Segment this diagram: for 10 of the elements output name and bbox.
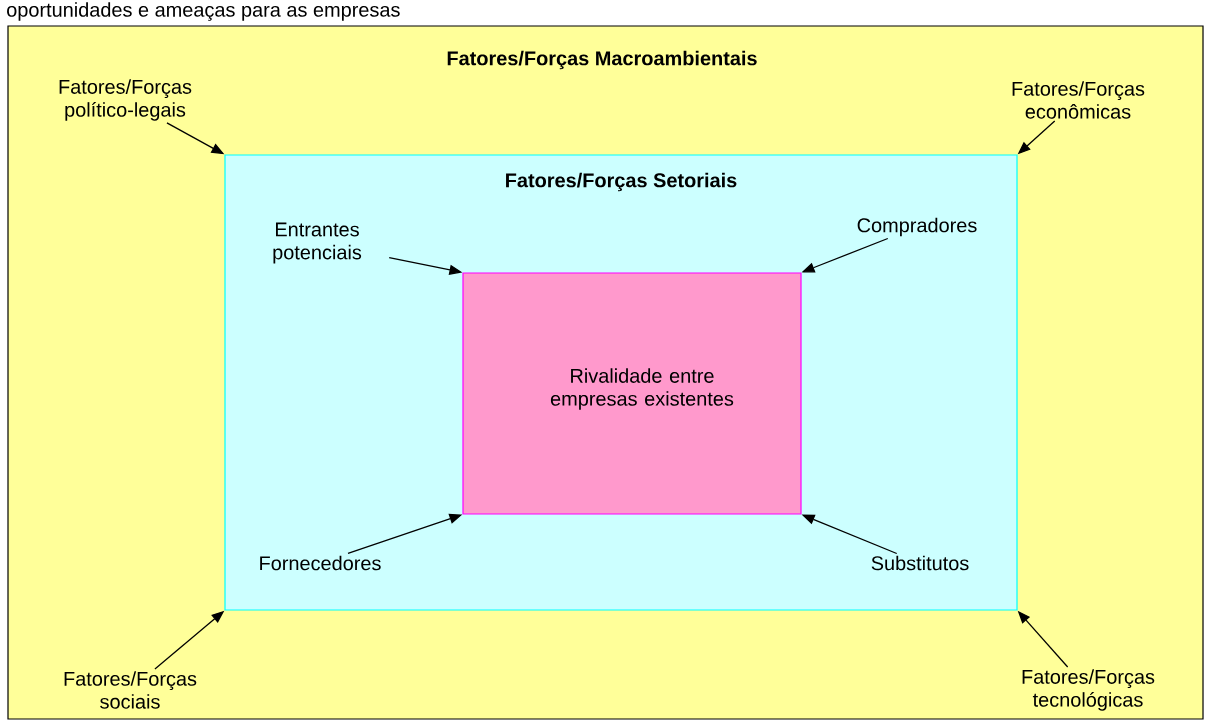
caption-text: oportunidades e ameaças para as empresas	[7, 2, 400, 21]
center-box: Rivalidade entre empresas existentes	[462, 272, 802, 515]
factor-label: Fatores/Forças político-legais	[59, 79, 192, 121]
factor-label: Entrantes potenciais	[273, 222, 362, 264]
factor-label: Fatores/Forças econômicas	[1012, 81, 1145, 119]
factor-label: Fornecedores	[260, 555, 381, 571]
factor-label: Substitutos	[871, 555, 969, 571]
factor-label: Fatores/Forças sociais	[64, 671, 197, 709]
factor-label: Compradores	[857, 217, 977, 237]
factor-label: Fatores/Forças tecnológicas	[1022, 669, 1155, 711]
